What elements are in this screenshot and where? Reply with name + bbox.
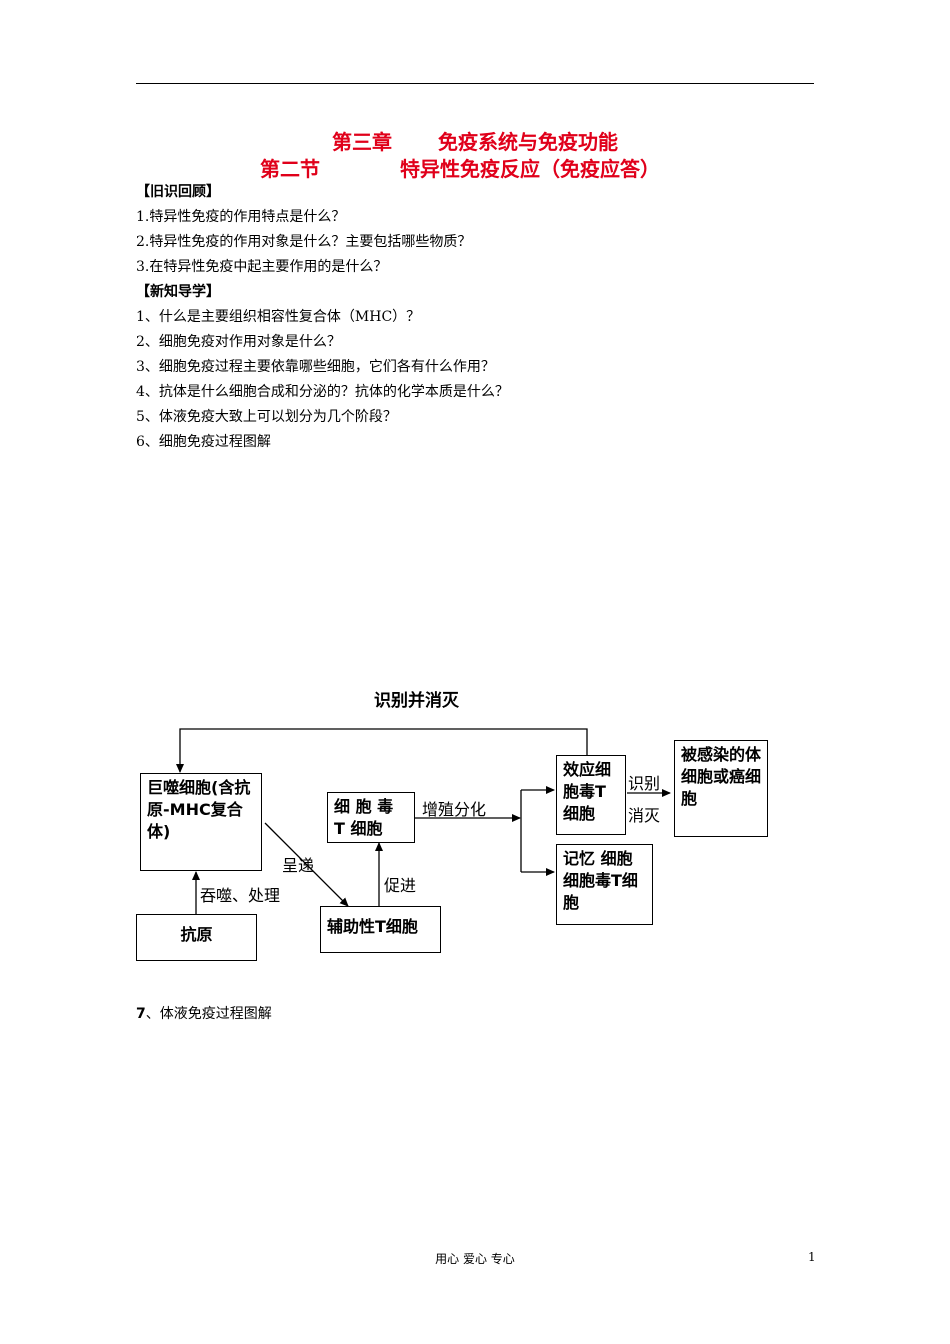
cytotoxic-t-box: 细 胞 毒 T 细胞 [327,792,415,843]
engulf-label: 吞噬、处理 [200,886,281,905]
infected-cell-box: 被感染的体细胞或癌细胞 [674,740,768,837]
new-item: 4、抗体是什么细胞合成和分泌的？抗体的化学本质是什么？ [136,384,509,400]
recognize-eliminate-label: 识别并消灭 [374,691,459,711]
item-7: 7、体液免疫过程图解 [136,1003,272,1023]
review-heading: 【旧识回顾】 [136,184,220,200]
item-7-number: 7 [136,1006,146,1022]
review-item: 3.在特异性免疫中起主要作用的是什么？ [136,259,388,275]
proliferate-label: 增殖分化 [422,800,487,819]
new-item: 5、体液免疫大致上可以划分为几个阶段？ [136,409,397,425]
chapter-number: 第三章 [332,130,392,154]
recognize-label: 识别 [628,774,661,793]
eliminate-label: 消灭 [628,806,661,825]
effector-t-box: 效应细胞毒T细胞 [556,755,626,835]
header-rule [136,83,814,84]
promote-label: 促进 [384,876,417,895]
helper-t-box: 辅助性T细胞 [320,906,441,953]
review-item: 2.特异性免疫的作用对象是什么？主要包括哪些物质？ [136,234,472,250]
page-number: 1 [808,1250,816,1264]
new-item: 1、什么是主要组织相容性复合体（MHC）？ [136,309,421,325]
section-number: 第二节 [260,157,320,181]
macrophage-box: 巨噬细胞(含抗原-MHC复合体) [140,773,262,871]
review-item: 1.特异性免疫的作用特点是什么？ [136,209,346,225]
new-item: 3、细胞免疫过程主要依靠哪些细胞，它们各有什么作用？ [136,359,495,375]
present-label: 呈递 [282,856,315,875]
new-item: 2、细胞免疫对作用对象是什么？ [136,334,341,350]
new-heading: 【新知导学】 [136,284,220,300]
section-title: 第二节 特异性免疫反应（免疫应答） [0,153,935,182]
page-footer: 用心 爱心 专心 [435,1252,515,1266]
section-name: 特异性免疫反应（免疫应答） [400,157,660,181]
chapter-name: 免疫系统与免疫功能 [438,130,618,154]
memory-t-box: 记忆 细胞细胞毒T细胞 [556,844,653,925]
item-7-text: 、体液免疫过程图解 [145,1006,272,1022]
chapter-title: 第三章 免疫系统与免疫功能 [0,126,950,155]
new-item: 6、细胞免疫过程图解 [136,434,271,450]
antigen-box: 抗原 [136,914,257,961]
